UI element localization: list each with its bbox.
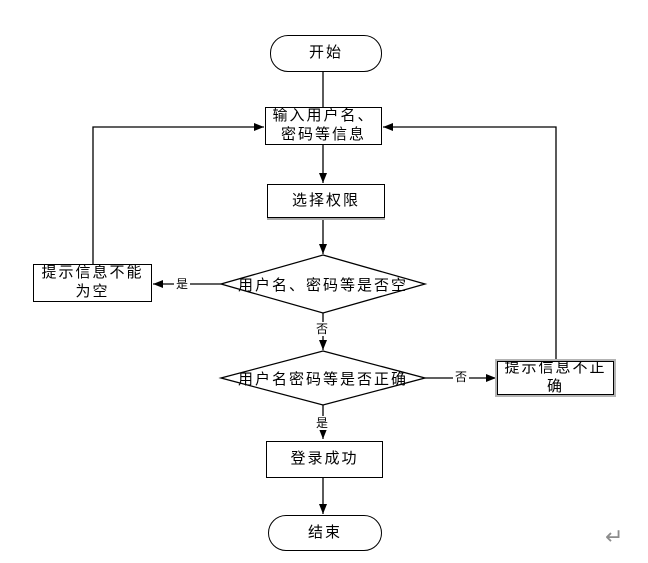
start-label: 开始 <box>308 45 343 62</box>
prompt-incorrect-step: 提示信息不正 确 <box>495 359 616 397</box>
check-empty-label: 用户名、密码等是否空 <box>237 277 408 294</box>
check-empty-diamond-shape <box>218 254 428 314</box>
prompt-empty-step: 提示信息不能 为空 <box>33 264 152 302</box>
edge-prompt-incorrect-back-to-input <box>383 123 557 361</box>
input-credentials-line2: 密码等信息 <box>280 127 366 143</box>
check-correct-diamond-shape <box>218 350 428 406</box>
edge-label-empty-no: 否 <box>313 322 331 336</box>
input-credentials-step: 输入用户名、 密码等信息 <box>265 107 382 145</box>
end-label: 结束 <box>307 524 342 541</box>
prompt-empty-line1: 提示信息不能 <box>41 265 144 282</box>
login-success-step: 登录成功 <box>266 441 383 478</box>
login-success-label: 登录成功 <box>290 451 359 468</box>
prompt-incorrect-line2: 确 <box>546 379 564 395</box>
check-correct-decision: 用户名密码等是否正确 <box>221 351 425 405</box>
end-terminator: 结束 <box>268 515 382 551</box>
start-terminator: 开始 <box>270 35 382 72</box>
check-empty-decision: 用户名、密码等是否空 <box>221 255 425 313</box>
input-credentials-line1: 输入用户名、 <box>272 108 375 125</box>
edge-label-empty-yes: 是 <box>173 277 191 291</box>
edge-label-correct-yes: 是 <box>313 416 331 430</box>
prompt-incorrect-line1: 提示信息不正 <box>504 360 607 377</box>
select-permission-step: 选择权限 <box>267 184 385 218</box>
edge-prompt-empty-back-to-input <box>92 123 264 264</box>
check-correct-label: 用户名密码等是否正确 <box>237 371 408 388</box>
select-permission-label: 选择权限 <box>291 192 360 209</box>
prompt-empty-line2: 为空 <box>75 284 110 300</box>
paragraph-return-mark: ↵ <box>605 525 624 550</box>
edge-label-correct-no: 否 <box>452 370 470 384</box>
